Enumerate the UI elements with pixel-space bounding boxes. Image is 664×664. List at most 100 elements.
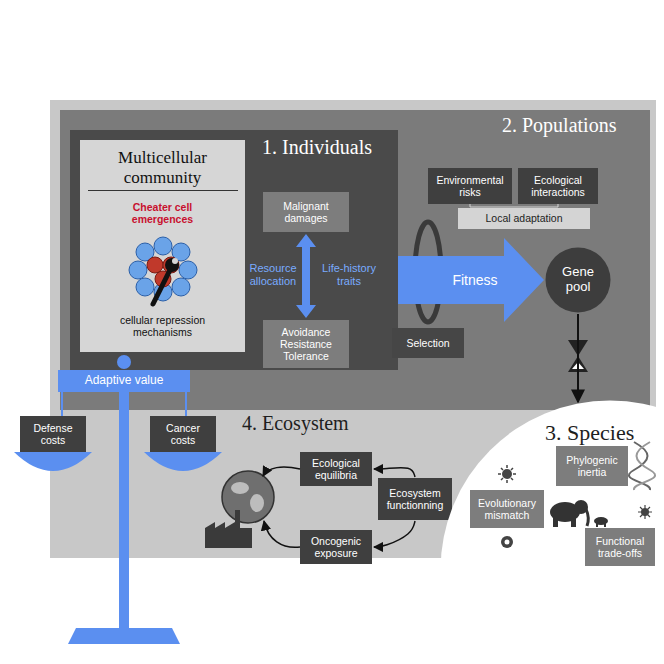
- balance-scale: [68, 628, 180, 644]
- sun-icon: [502, 469, 512, 479]
- connector-arrow: [398, 238, 544, 322]
- balance-scale: [117, 355, 131, 369]
- ecosystem-box: Ecosystem functionning: [378, 478, 452, 520]
- wrench-icon: [153, 270, 170, 304]
- factory-icon: [205, 510, 252, 548]
- wrench-icon: [153, 258, 179, 304]
- globe-icon: [222, 471, 274, 523]
- annotation-holder: Resource allocation: [246, 262, 300, 288]
- cell-cluster: [129, 237, 197, 301]
- cost-box: Defense costs: [20, 416, 86, 452]
- dna-icon: [634, 442, 655, 490]
- gear-icon: [501, 536, 513, 548]
- highlight-text: Cheater cell emergences: [108, 201, 218, 225]
- box-label: Cancer costs: [156, 422, 210, 446]
- gear-icon: [501, 536, 513, 548]
- balance-scale: [119, 392, 129, 628]
- cycle-arc: [263, 467, 300, 547]
- species-box: Phylogenic inertia: [556, 446, 628, 486]
- factor-box: Ecological interactions: [518, 168, 598, 204]
- elephant-icon: [586, 509, 588, 526]
- elephant-icon: [553, 516, 558, 527]
- sun-icon: [498, 465, 516, 483]
- cell-cluster: [129, 261, 147, 279]
- box-label: Defense costs: [26, 422, 80, 446]
- box-label: Malignant damages: [269, 200, 343, 224]
- circle-shape: [441, 401, 664, 664]
- ecosystem-box: Oncogenic exposure: [300, 530, 372, 564]
- elephant-icon: [550, 500, 608, 527]
- annotation-label: Life-history traits: [313, 262, 385, 288]
- balance-scale: [144, 452, 222, 471]
- connector-arrow: [296, 234, 316, 318]
- elephant-icon: [571, 516, 576, 527]
- virus-icon: [638, 505, 652, 519]
- globe-icon: [250, 494, 264, 512]
- box-label: Oncogenic exposure: [306, 535, 366, 559]
- box-note: cellular repression mechanisms: [103, 314, 223, 338]
- virus-icon: [638, 505, 652, 519]
- balance-scale: [14, 452, 92, 471]
- wrench-icon: [165, 258, 179, 272]
- factory-icon: [205, 510, 252, 548]
- section-title: 1. Individuals: [262, 136, 372, 159]
- edge-label: Fitness: [451, 272, 498, 288]
- sun-icon: [498, 465, 516, 483]
- section-title: 3. Species: [545, 420, 634, 446]
- cell-cluster: [136, 278, 154, 296]
- balance-scale: [61, 392, 63, 416]
- balance-beam: Adaptive value: [58, 370, 190, 392]
- cycle-arc: [264, 521, 300, 547]
- species-box: Functional trade-offs: [585, 528, 655, 566]
- balance-scale: [185, 392, 187, 416]
- cell-cluster: [179, 261, 197, 279]
- section-title: 4. Ecosystem: [242, 412, 349, 435]
- box-label: Adaptive value: [64, 374, 184, 388]
- cost-box: Cancer costs: [150, 416, 216, 452]
- trait-box: Avoidance Resistance Tolerance: [263, 320, 349, 368]
- cell-cluster: [172, 278, 190, 296]
- annotation-label: Resource allocation: [246, 262, 300, 288]
- box-label: Environmental risks: [434, 174, 506, 198]
- cell-cluster: [163, 257, 179, 273]
- box-label: Gene pool: [553, 265, 603, 295]
- box-label: Avoidance Resistance Tolerance: [269, 326, 343, 362]
- individuals-panel: 1. IndividualsMulticellular communityChe…: [70, 130, 398, 370]
- gene-pool-circle: Gene pool: [545, 247, 611, 313]
- dna-icon: [629, 442, 655, 490]
- box-label: Phylogenic inertia: [562, 454, 622, 478]
- elephant-icon: [596, 523, 598, 527]
- selection-box: Selection: [392, 328, 464, 358]
- ecosystem-box: Ecological equilibria: [300, 452, 372, 486]
- box-label: Evolutionary mismatch: [476, 497, 538, 521]
- connector-arrow: [374, 468, 415, 477]
- box-label: Functional trade-offs: [591, 535, 649, 559]
- globe-icon: [222, 471, 274, 523]
- elephant-icon: [604, 523, 606, 527]
- box-label: Ecological equilibria: [306, 457, 366, 481]
- box-label: Ecological interactions: [524, 174, 592, 198]
- box-title: Multicellular community: [88, 148, 238, 191]
- species-box: Evolutionary mismatch: [470, 490, 544, 528]
- cycle-arc: [263, 467, 300, 476]
- globe-icon: [231, 482, 249, 494]
- gear-icon: [505, 540, 510, 545]
- annotation-holder: Life-history traits: [313, 262, 385, 288]
- wrench-icon: [172, 258, 178, 264]
- connector-arrow: [577, 314, 579, 402]
- cell-cluster: [147, 257, 163, 273]
- balance-scale: [14, 355, 222, 644]
- trait-box: Malignant damages: [263, 192, 349, 232]
- box-label: Local adaptation: [464, 212, 584, 224]
- circle-shape: [546, 248, 611, 313]
- factor-box: Environmental risks: [428, 168, 512, 204]
- section-title: 2. Populations: [502, 114, 616, 137]
- box-label: Selection: [398, 337, 458, 349]
- box-label: Ecosystem functionning: [384, 487, 446, 511]
- adaptation-bracket: [470, 204, 558, 207]
- adaptation-bracket: [470, 204, 558, 207]
